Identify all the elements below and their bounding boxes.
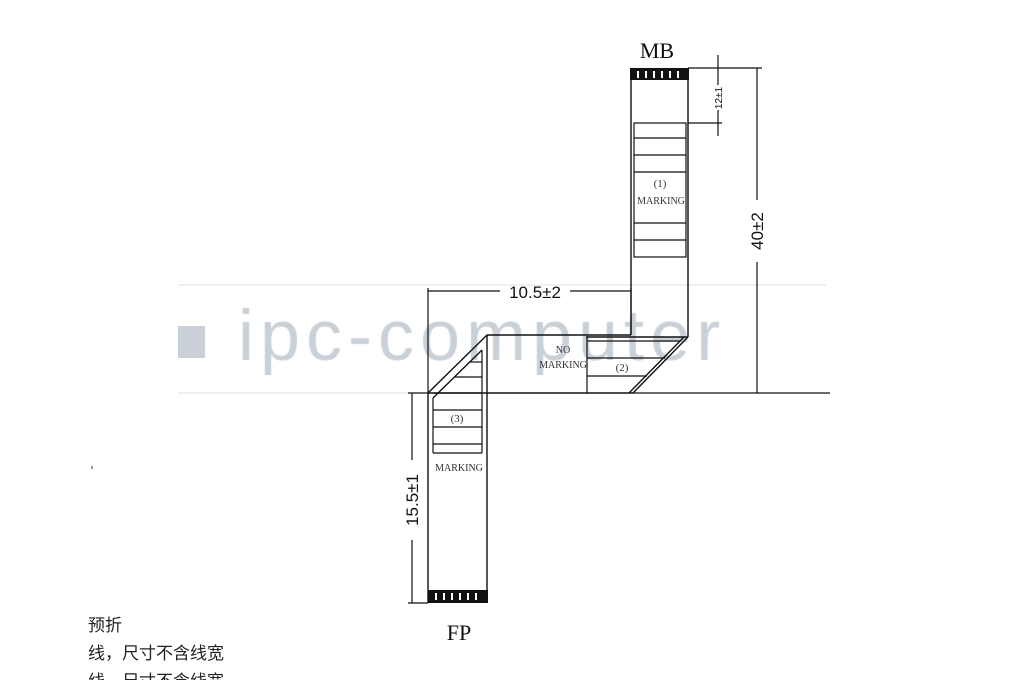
- stray-dot: [91, 466, 93, 469]
- marking-area-2: [586, 337, 681, 393]
- dimension-left-height: 15.5±1: [403, 474, 422, 526]
- fp-label: FP: [447, 620, 471, 645]
- no-marking-line-1: NO: [556, 345, 570, 356]
- dimension-top-offset: 12±1: [714, 86, 725, 109]
- marking-area-3: [432, 350, 483, 454]
- no-marking-line-2: MARKING: [539, 360, 587, 371]
- note-line-3: 线，尺寸不含线宽: [88, 672, 224, 680]
- marking-3-text: MARKING: [435, 463, 483, 474]
- note-line-1: 预折: [88, 616, 122, 636]
- marking-1-number: (1): [654, 178, 667, 190]
- marking-2-number: (2): [616, 362, 629, 374]
- watermark-square-icon: [178, 326, 205, 358]
- watermark: [178, 284, 826, 394]
- note-line-2: 线，尺寸不含线宽: [88, 644, 224, 664]
- cable-outline: [427, 68, 689, 603]
- marking-1-text: MARKING: [637, 196, 685, 207]
- mb-label: MB: [640, 38, 674, 63]
- mb-connector: [630, 68, 689, 80]
- dimension-lines: [408, 55, 830, 604]
- fp-connector: [428, 590, 488, 603]
- dimension-total-height: 40±2: [748, 212, 767, 250]
- marking-area-1: [633, 122, 687, 258]
- dimension-horizontal: 10.5±2: [509, 283, 561, 302]
- marking-3-number: (3): [451, 413, 464, 425]
